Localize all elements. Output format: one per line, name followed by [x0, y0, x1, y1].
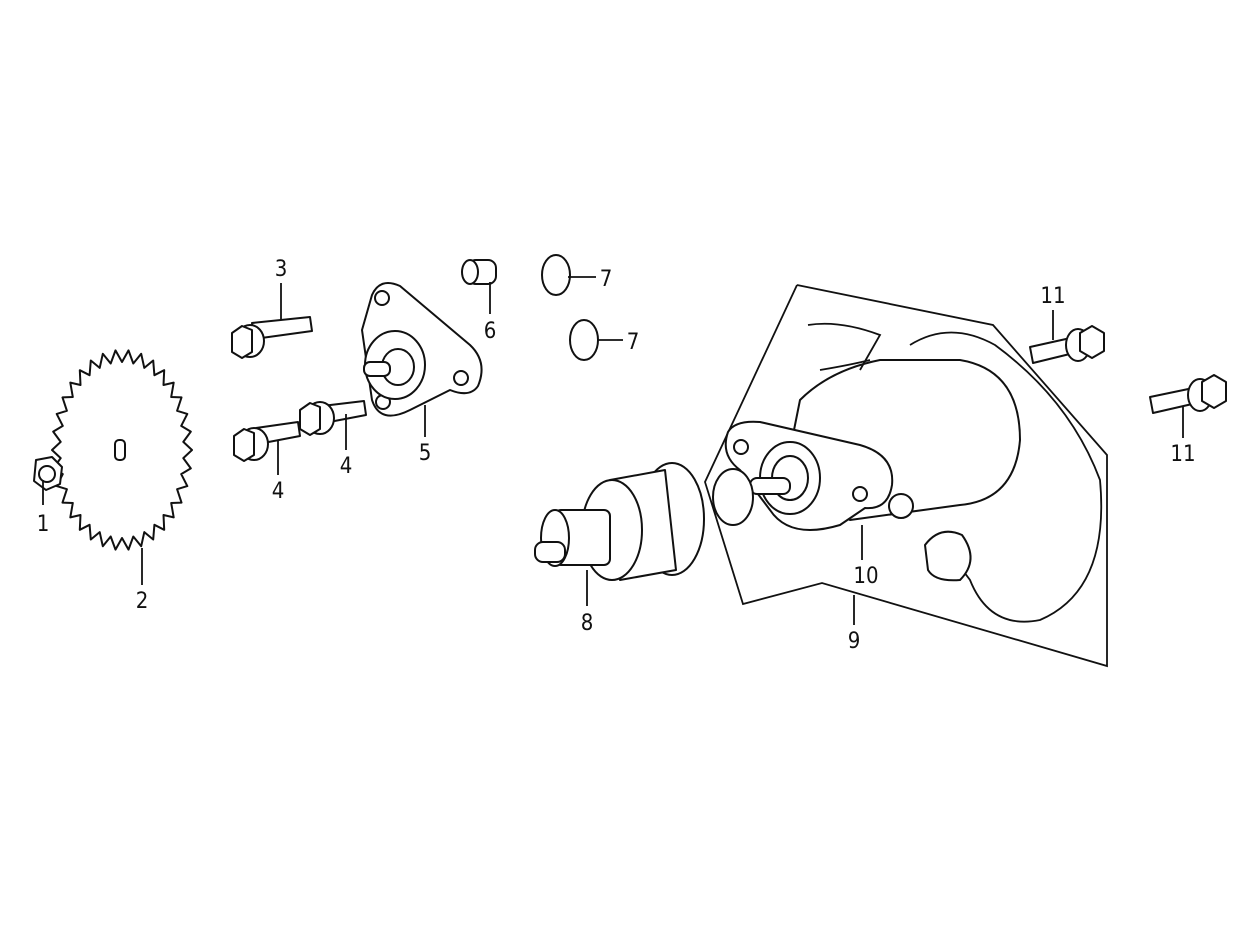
bolt-11a — [1029, 325, 1105, 364]
bolt-4a — [233, 421, 301, 462]
oil-pump — [361, 282, 483, 417]
starter-motor — [712, 322, 1103, 623]
callout-7a: 7 — [600, 267, 613, 292]
callout-5: 5 — [419, 441, 432, 466]
callout-3: 3 — [275, 257, 288, 282]
dowel-pin — [461, 259, 497, 285]
bolt-3 — [231, 316, 313, 359]
o-ring-lower — [569, 319, 599, 361]
bolt-11b — [1149, 374, 1227, 414]
starter-clutch-drive — [534, 462, 705, 581]
callout-11b: 11 — [1170, 442, 1195, 467]
callout-7b: 7 — [627, 330, 640, 355]
callout-10: 10 — [853, 564, 878, 589]
callout-4b: 4 — [340, 454, 353, 479]
callout-6: 6 — [484, 319, 497, 344]
bolt-4b — [299, 400, 367, 436]
callout-11a: 11 — [1040, 284, 1065, 309]
callout-1: 1 — [37, 512, 50, 537]
callout-8: 8 — [581, 611, 594, 636]
o-ring-upper — [541, 254, 571, 296]
assembly-9-boundary — [704, 284, 1108, 668]
callout-2: 2 — [136, 589, 149, 614]
callout-9: 9 — [848, 629, 861, 654]
callout-4a: 4 — [272, 479, 285, 504]
leader-lines — [42, 276, 1184, 625]
sprocket-gear — [51, 349, 193, 551]
nut — [33, 456, 63, 491]
